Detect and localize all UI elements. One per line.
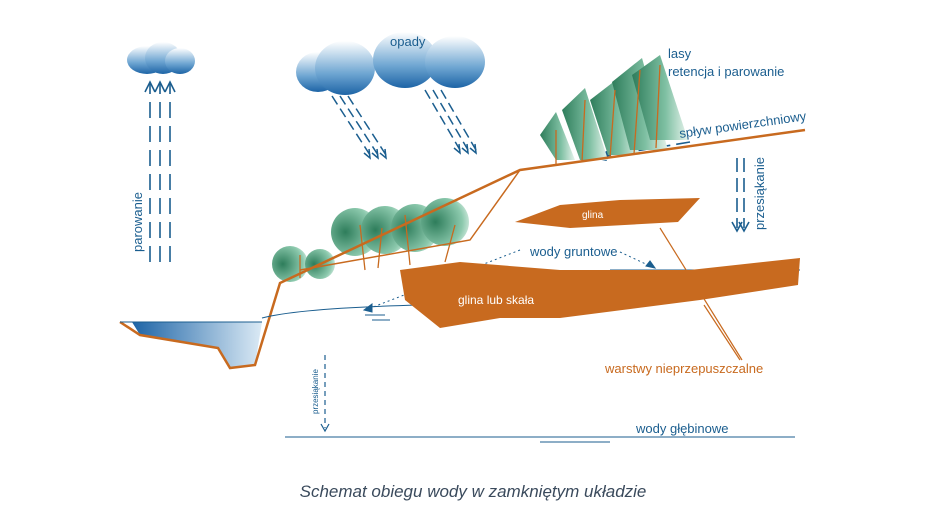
label-parowanie: parowanie (130, 192, 145, 252)
label-glina-skala: glina lub skała (458, 293, 534, 307)
infiltration-arrows (731, 158, 750, 233)
diagram-caption: Schemat obiegu wody w zamkniętym układzi… (299, 482, 647, 501)
label-splyw: spływ powierzchniowy (678, 108, 807, 141)
label-retencja: retencja i parowanie (668, 64, 784, 79)
rock-layer (400, 258, 800, 328)
label-glina: glina (582, 210, 604, 221)
label-przesiakanie-right: przesiąkanie (752, 157, 767, 230)
rain-cloud (296, 32, 485, 95)
small-infiltration-arrow (320, 355, 330, 433)
small-cloud (127, 42, 195, 74)
deciduous-trees (272, 198, 469, 282)
inner-slope (299, 169, 521, 271)
pine-forest (540, 55, 688, 165)
label-przesiakanie-small: przesiąkanie (311, 369, 320, 414)
label-warstwy: warstwy nieprzepuszczalne (604, 361, 763, 376)
clay-lens (515, 198, 700, 228)
label-lasy: lasy (668, 46, 692, 61)
deep-water (285, 436, 795, 443)
evaporation-arrows (144, 80, 176, 262)
lake-water (132, 322, 262, 368)
rain-arrows (331, 89, 477, 160)
label-opady: opady (390, 34, 426, 49)
ground-line (119, 128, 806, 370)
label-wody-gruntowe: wody gruntowe (529, 244, 617, 259)
label-wody-glebinowe: wody głębinowe (635, 421, 729, 436)
pointer-lines (659, 227, 743, 361)
